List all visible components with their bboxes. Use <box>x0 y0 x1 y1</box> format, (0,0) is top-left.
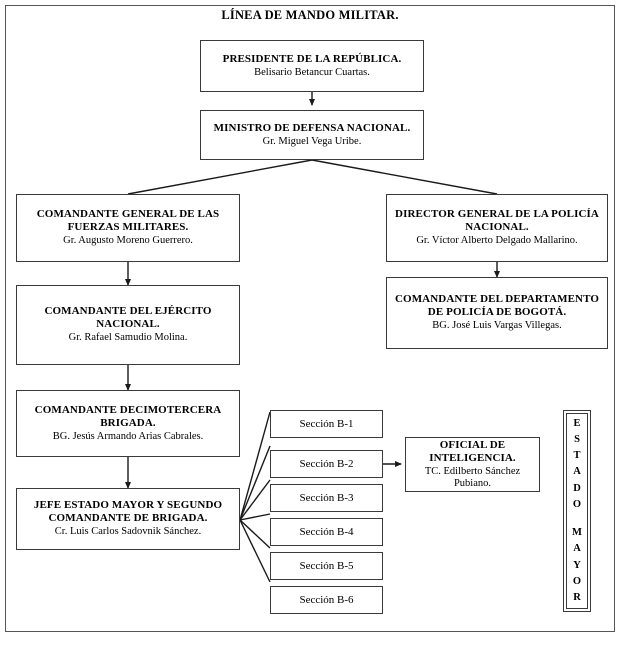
node-presidente-person: Belisario Betancur Cuartas. <box>254 66 370 78</box>
node-jefe-estado-mayor-role: JEFE ESTADO MAYOR Y SEGUNDO COMANDANTE D… <box>33 499 223 525</box>
node-presidente[interactable]: PRESIDENTE DE LA REPÚBLICA. Belisario Be… <box>200 40 424 92</box>
mayor-letter-5: R <box>573 592 581 604</box>
node-presidente-role: PRESIDENTE DE LA REPÚBLICA. <box>222 52 402 65</box>
node-comandante-general-fuerzas-militares-person: Gr. Augusto Moreno Guerrero. <box>63 235 193 247</box>
node-comandante-ejercito-nacional-role: COMANDANTE DEL EJÉRCITO NACIONAL. <box>44 305 212 331</box>
section-box-b5[interactable]: Sección B-5 <box>270 552 383 580</box>
node-oficial-inteligencia-person: TC. Edilberto Sánchez Pubiano. <box>424 465 521 489</box>
section-box-b4[interactable]: Sección B-4 <box>270 518 383 546</box>
page-title: LÍNEA DE MANDO MILITAR. <box>221 8 399 22</box>
estado-mayor-inner-frame: E S T A D O M A Y O R <box>566 413 588 609</box>
estado-mayor-word-mayor: M A Y O R <box>572 525 582 606</box>
mayor-letter-2: A <box>573 543 581 555</box>
section-box-b2[interactable]: Sección B-2 <box>270 450 383 478</box>
node-director-general-policia-person: Gr. Víctor Alberto Delgado Mallarino. <box>416 235 578 247</box>
section-box-b3[interactable]: Sección B-3 <box>270 484 383 512</box>
estado-letter-1: E <box>573 417 581 429</box>
section-box-b2-label: Sección B-2 <box>299 458 354 470</box>
section-box-b4-label: Sección B-4 <box>299 526 354 538</box>
node-comandante-decimotercera-brigada[interactable]: COMANDANTE DECIMOTERCERA BRIGADA. BG. Je… <box>16 390 240 457</box>
node-comandante-decimotercera-brigada-person: BG. Jesús Armando Arias Cabrales. <box>52 430 204 442</box>
mayor-letter-3: Y <box>573 559 581 571</box>
section-box-b3-label: Sección B-3 <box>299 492 354 504</box>
node-oficial-inteligencia[interactable]: OFICIAL DE INTELIGENCIA. TC. Edilberto S… <box>405 437 540 492</box>
estado-letter-3: T <box>573 450 581 462</box>
estado-letter-2: S <box>574 433 580 445</box>
node-jefe-estado-mayor-person: Cr. Luis Carlos Sadovnik Sánchez. <box>54 526 202 538</box>
diagram-outer-frame <box>5 5 615 632</box>
section-box-b1[interactable]: Sección B-1 <box>270 410 383 438</box>
estado-letter-5: D <box>573 482 581 494</box>
section-box-b6[interactable]: Sección B-6 <box>270 586 383 614</box>
node-comandante-general-fuerzas-militares-role: COMANDANTE GENERAL DE LAS FUERZAS MILITA… <box>36 208 220 234</box>
node-comandante-decimotercera-brigada-role: COMANDANTE DECIMOTERCERA BRIGADA. <box>34 403 222 429</box>
node-comandante-departamento-policia-bogota-person: BG. José Luis Vargas Villegas. <box>432 320 562 332</box>
section-box-b5-label: Sección B-5 <box>299 560 354 572</box>
mayor-letter-1: M <box>572 527 582 539</box>
node-ministro-defensa[interactable]: MINISTRO DE DEFENSA NACIONAL. Gr. Miguel… <box>200 110 424 160</box>
node-comandante-ejercito-nacional[interactable]: COMANDANTE DEL EJÉRCITO NACIONAL. Gr. Ra… <box>16 285 240 365</box>
section-box-b6-label: Sección B-6 <box>299 594 354 606</box>
estado-letter-6: O <box>572 498 582 510</box>
estado-letter-4: A <box>573 466 581 478</box>
node-director-general-policia[interactable]: DIRECTOR GENERAL DE LA POLICÍA NACIONAL.… <box>386 194 608 262</box>
section-box-b1-label: Sección B-1 <box>299 418 354 430</box>
estado-mayor-vertical-box[interactable]: E S T A D O M A Y O R <box>563 410 591 612</box>
node-ministro-defensa-role: MINISTRO DE DEFENSA NACIONAL. <box>213 121 411 134</box>
node-comandante-ejercito-nacional-person: Gr. Rafael Samudio Molina. <box>68 332 188 344</box>
estado-mayor-word-estado: E S T A D O <box>573 416 581 514</box>
mayor-letter-4: O <box>572 575 582 587</box>
node-director-general-policia-role: DIRECTOR GENERAL DE LA POLICÍA NACIONAL. <box>395 208 599 234</box>
node-comandante-departamento-policia-bogota-role: COMANDANTE DEL DEPARTAMENTO DE POLICÍA D… <box>395 293 599 319</box>
node-comandante-general-fuerzas-militares[interactable]: COMANDANTE GENERAL DE LAS FUERZAS MILITA… <box>16 194 240 262</box>
node-comandante-departamento-policia-bogota[interactable]: COMANDANTE DEL DEPARTAMENTO DE POLICÍA D… <box>386 277 608 349</box>
node-oficial-inteligencia-role: OFICIAL DE INTELIGENCIA. <box>429 438 516 464</box>
node-jefe-estado-mayor[interactable]: JEFE ESTADO MAYOR Y SEGUNDO COMANDANTE D… <box>16 488 240 550</box>
node-ministro-defensa-person: Gr. Miguel Vega Uribe. <box>262 135 362 147</box>
